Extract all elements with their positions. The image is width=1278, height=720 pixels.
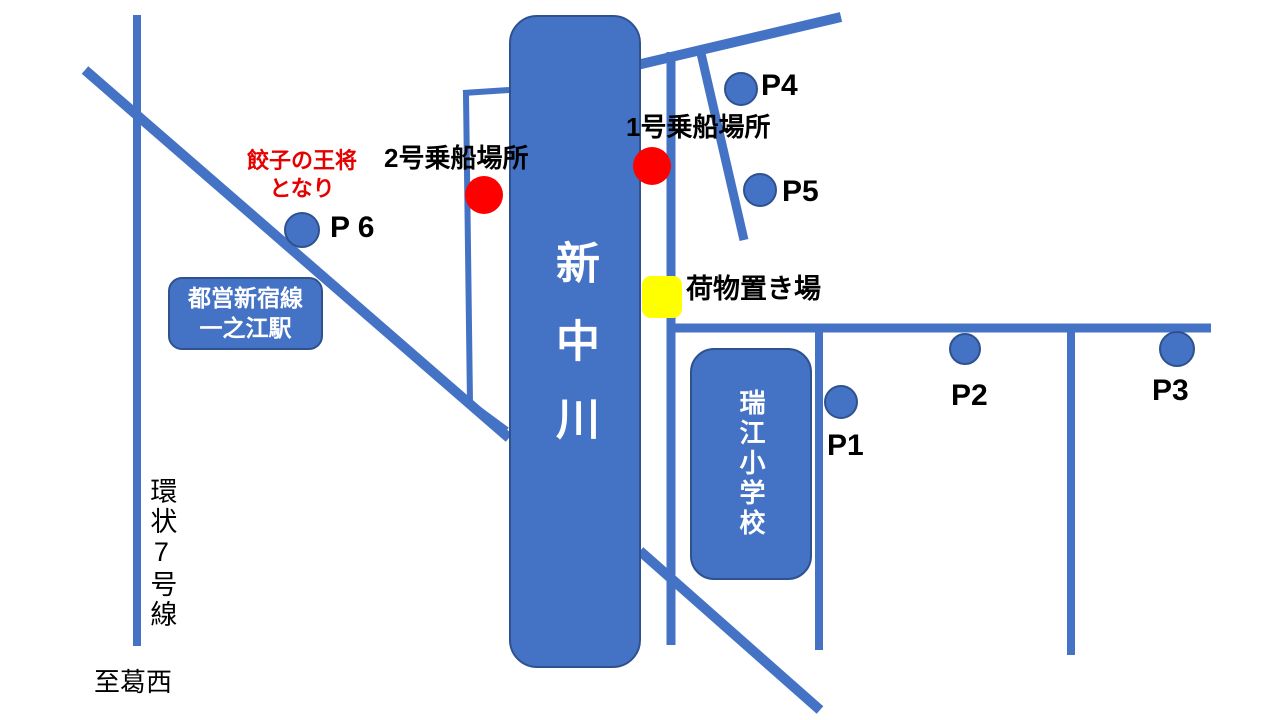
parking-p2-label: P2 bbox=[951, 379, 988, 412]
parking-p6-label: P 6 bbox=[330, 211, 375, 244]
parking-p1-marker bbox=[824, 385, 858, 419]
ring-road-label: 環状7号線 bbox=[146, 477, 177, 630]
parking-p3-label: P3 bbox=[1152, 374, 1189, 407]
road-main-diagonal-upper bbox=[81, 66, 513, 442]
station-label-line2: 一之江駅 bbox=[199, 314, 292, 341]
river-label: 新中川 bbox=[549, 240, 598, 474]
landmark-note-line2: となり bbox=[269, 175, 335, 201]
landmark-note: 餃子の王将 となり bbox=[234, 147, 370, 202]
school-label: 瑞江小学校 bbox=[736, 389, 766, 539]
to-kasai-label: 至葛西 bbox=[94, 667, 173, 697]
parking-p6-marker bbox=[284, 212, 320, 248]
parking-p4-label: P4 bbox=[761, 69, 798, 102]
parking-p5-marker bbox=[743, 173, 777, 207]
road-riverbank-top bbox=[462, 87, 510, 96]
boarding-point-2-marker bbox=[465, 176, 503, 214]
parking-p4-marker bbox=[724, 72, 758, 106]
road-riverbank-diagonal bbox=[467, 399, 509, 433]
parking-p3-marker bbox=[1159, 331, 1195, 367]
school-box: 瑞江小学校 bbox=[690, 348, 812, 580]
boarding-point-1-label: 1号乗船場所 bbox=[626, 112, 771, 142]
road-riverbank-vertical bbox=[463, 93, 473, 405]
parking-p1-label: P1 bbox=[827, 429, 864, 462]
luggage-area-marker bbox=[642, 276, 682, 318]
station-box: 都営新宿線 一之江駅 bbox=[168, 277, 323, 350]
river-shape bbox=[509, 15, 641, 668]
boarding-point-2-label: 2号乗船場所 bbox=[384, 143, 529, 173]
landmark-note-line1: 餃子の王将 bbox=[246, 148, 357, 173]
boarding-point-1-marker bbox=[633, 147, 671, 185]
luggage-area-label: 荷物置き場 bbox=[686, 274, 821, 304]
road-p4-p5-slant bbox=[695, 47, 749, 242]
station-label-line1: 都営新宿線 bbox=[188, 284, 303, 311]
parking-p5-label: P5 bbox=[782, 175, 819, 208]
parking-p2-marker bbox=[949, 333, 981, 365]
